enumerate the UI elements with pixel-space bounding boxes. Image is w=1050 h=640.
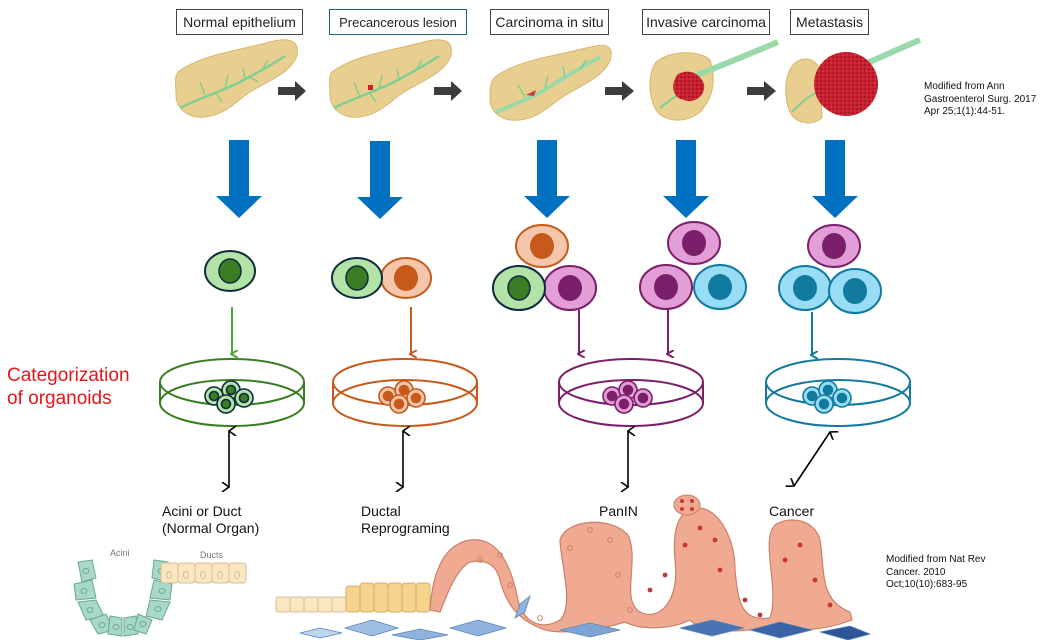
pancreas-precancerous [329, 39, 452, 118]
progression-arrow-icon [434, 81, 462, 101]
ducts-illustration [160, 562, 247, 584]
pancreas-metastasis [785, 37, 922, 124]
categorization-label: Categorization of organoids [7, 364, 130, 410]
down-arrow-icon [524, 140, 570, 218]
organoid-panin [602, 380, 653, 414]
reference-bottom-line: Modified from Nat Rev [886, 554, 986, 565]
cell-group-invasive-carcinoma [639, 221, 747, 310]
stage-label-normal-epithelium: Normal epithelium [176, 9, 303, 35]
category-label-line: (Normal Organ) [162, 520, 260, 536]
progression-arrow-icon [747, 81, 776, 101]
acini-label: Acini [110, 548, 130, 558]
down-arrow-icon [663, 140, 709, 218]
down-arrow-icon [357, 141, 403, 219]
category-label-line: Reprograming [361, 520, 450, 536]
reference-bottom-line: Oct;10(10):683-95 [886, 579, 968, 590]
pancreas-invasive-carcinoma [649, 39, 780, 121]
category-label-line: Ductal [361, 503, 401, 519]
reference-top-line: Apr 25;1(1):44-51. [924, 106, 1006, 117]
organoid-cancer [802, 380, 852, 414]
category-label-line: Acini or Duct [162, 503, 242, 519]
organoid-normal [204, 380, 254, 414]
category-label-normal: Acini or Duct (Normal Organ) [162, 503, 259, 537]
progression-arrow-icon [605, 81, 634, 101]
reference-bottom-line: Cancer. 2010 [886, 566, 946, 578]
progression-arrows [278, 81, 776, 101]
shedding-cluster [673, 494, 701, 516]
big-down-arrows [216, 140, 858, 219]
reference-bottom: Modified from Nat Rev Cancer. 2010 Oct;1… [886, 554, 985, 592]
lesion-marker [368, 85, 373, 90]
category-label-panin: PanIN [599, 503, 638, 520]
reference-top-line: Modified from Ann [924, 81, 1005, 92]
progression-arrow-icon [278, 81, 306, 101]
correspondence-arrows [229, 431, 830, 487]
cell-group-metastasis [778, 224, 882, 314]
organoid-ductal [378, 380, 426, 414]
reference-top-line: Gastroenterol Surg. 2017 [924, 93, 1037, 105]
categorization-label-line: of organoids [7, 388, 112, 409]
cell-group-precancerous [331, 257, 432, 299]
stage-label-carcinoma-in-situ: Carcinoma in situ [490, 9, 609, 35]
down-arrow-icon [812, 140, 858, 218]
category-label-cancer: Cancer [769, 503, 814, 520]
stage-label-invasive-carcinoma: Invasive carcinoma [642, 9, 770, 35]
reference-top: Modified from Ann Gastroenterol Surg. 20… [924, 81, 1036, 119]
epithelium-progression [275, 494, 872, 640]
category-label-line: Cancer [769, 503, 815, 519]
cell-group-normal [204, 250, 256, 292]
cell-group-carcinoma-in-situ [492, 224, 597, 311]
stage-label-metastasis: Metastasis [790, 9, 869, 35]
category-label-ductal-reprograming: Ductal Reprograming [361, 503, 450, 537]
category-label-line: PanIN [599, 503, 638, 519]
double-arrow-icon [794, 432, 830, 486]
pancreas-carcinoma-in-situ [489, 44, 612, 121]
ducts-nuclei [166, 571, 240, 579]
stage-label-precancerous-lesion: Precancerous lesion [329, 9, 467, 35]
categorization-label-line: Categorization [7, 365, 130, 386]
down-arrow-icon [216, 140, 262, 218]
pancreas-normal [175, 39, 298, 118]
ducts-label: Ducts [200, 550, 224, 560]
